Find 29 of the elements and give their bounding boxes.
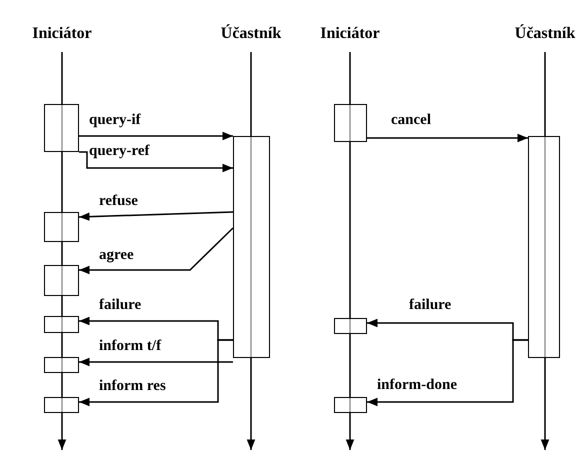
lifeline-arrow <box>540 52 550 450</box>
lifeline-header: Účastník <box>213 24 289 44</box>
activation-bar <box>233 136 270 358</box>
message-arrow <box>79 132 233 140</box>
activation-bar <box>334 397 367 413</box>
edge-label: query-ref <box>88 143 151 160</box>
message-arrow <box>79 227 234 274</box>
activation-bar <box>44 357 79 373</box>
lifeline-header: Iniciátor <box>312 24 388 44</box>
activation-bar <box>44 265 79 296</box>
activation-bar <box>334 318 367 334</box>
activation-bar <box>44 104 79 152</box>
message-arrow <box>78 211 234 221</box>
lifeline-header: Iniciátor <box>14 24 110 44</box>
edge-label: query-if <box>88 112 142 129</box>
message-arrow <box>367 339 528 406</box>
lifeline-arrow <box>346 52 354 450</box>
activation-bar <box>44 212 79 242</box>
activation-bar <box>44 316 79 333</box>
activation-bar <box>44 397 79 413</box>
message-arrow <box>79 151 233 172</box>
message-arrow <box>79 358 233 366</box>
message-arrow <box>79 339 233 406</box>
lifeline-arrow <box>246 52 256 450</box>
lifeline-header: Účastník <box>507 24 583 44</box>
activation-bar <box>334 104 367 142</box>
lifeline-arrow <box>58 52 66 450</box>
activation-bar <box>528 136 560 358</box>
message-arrow <box>367 134 528 142</box>
